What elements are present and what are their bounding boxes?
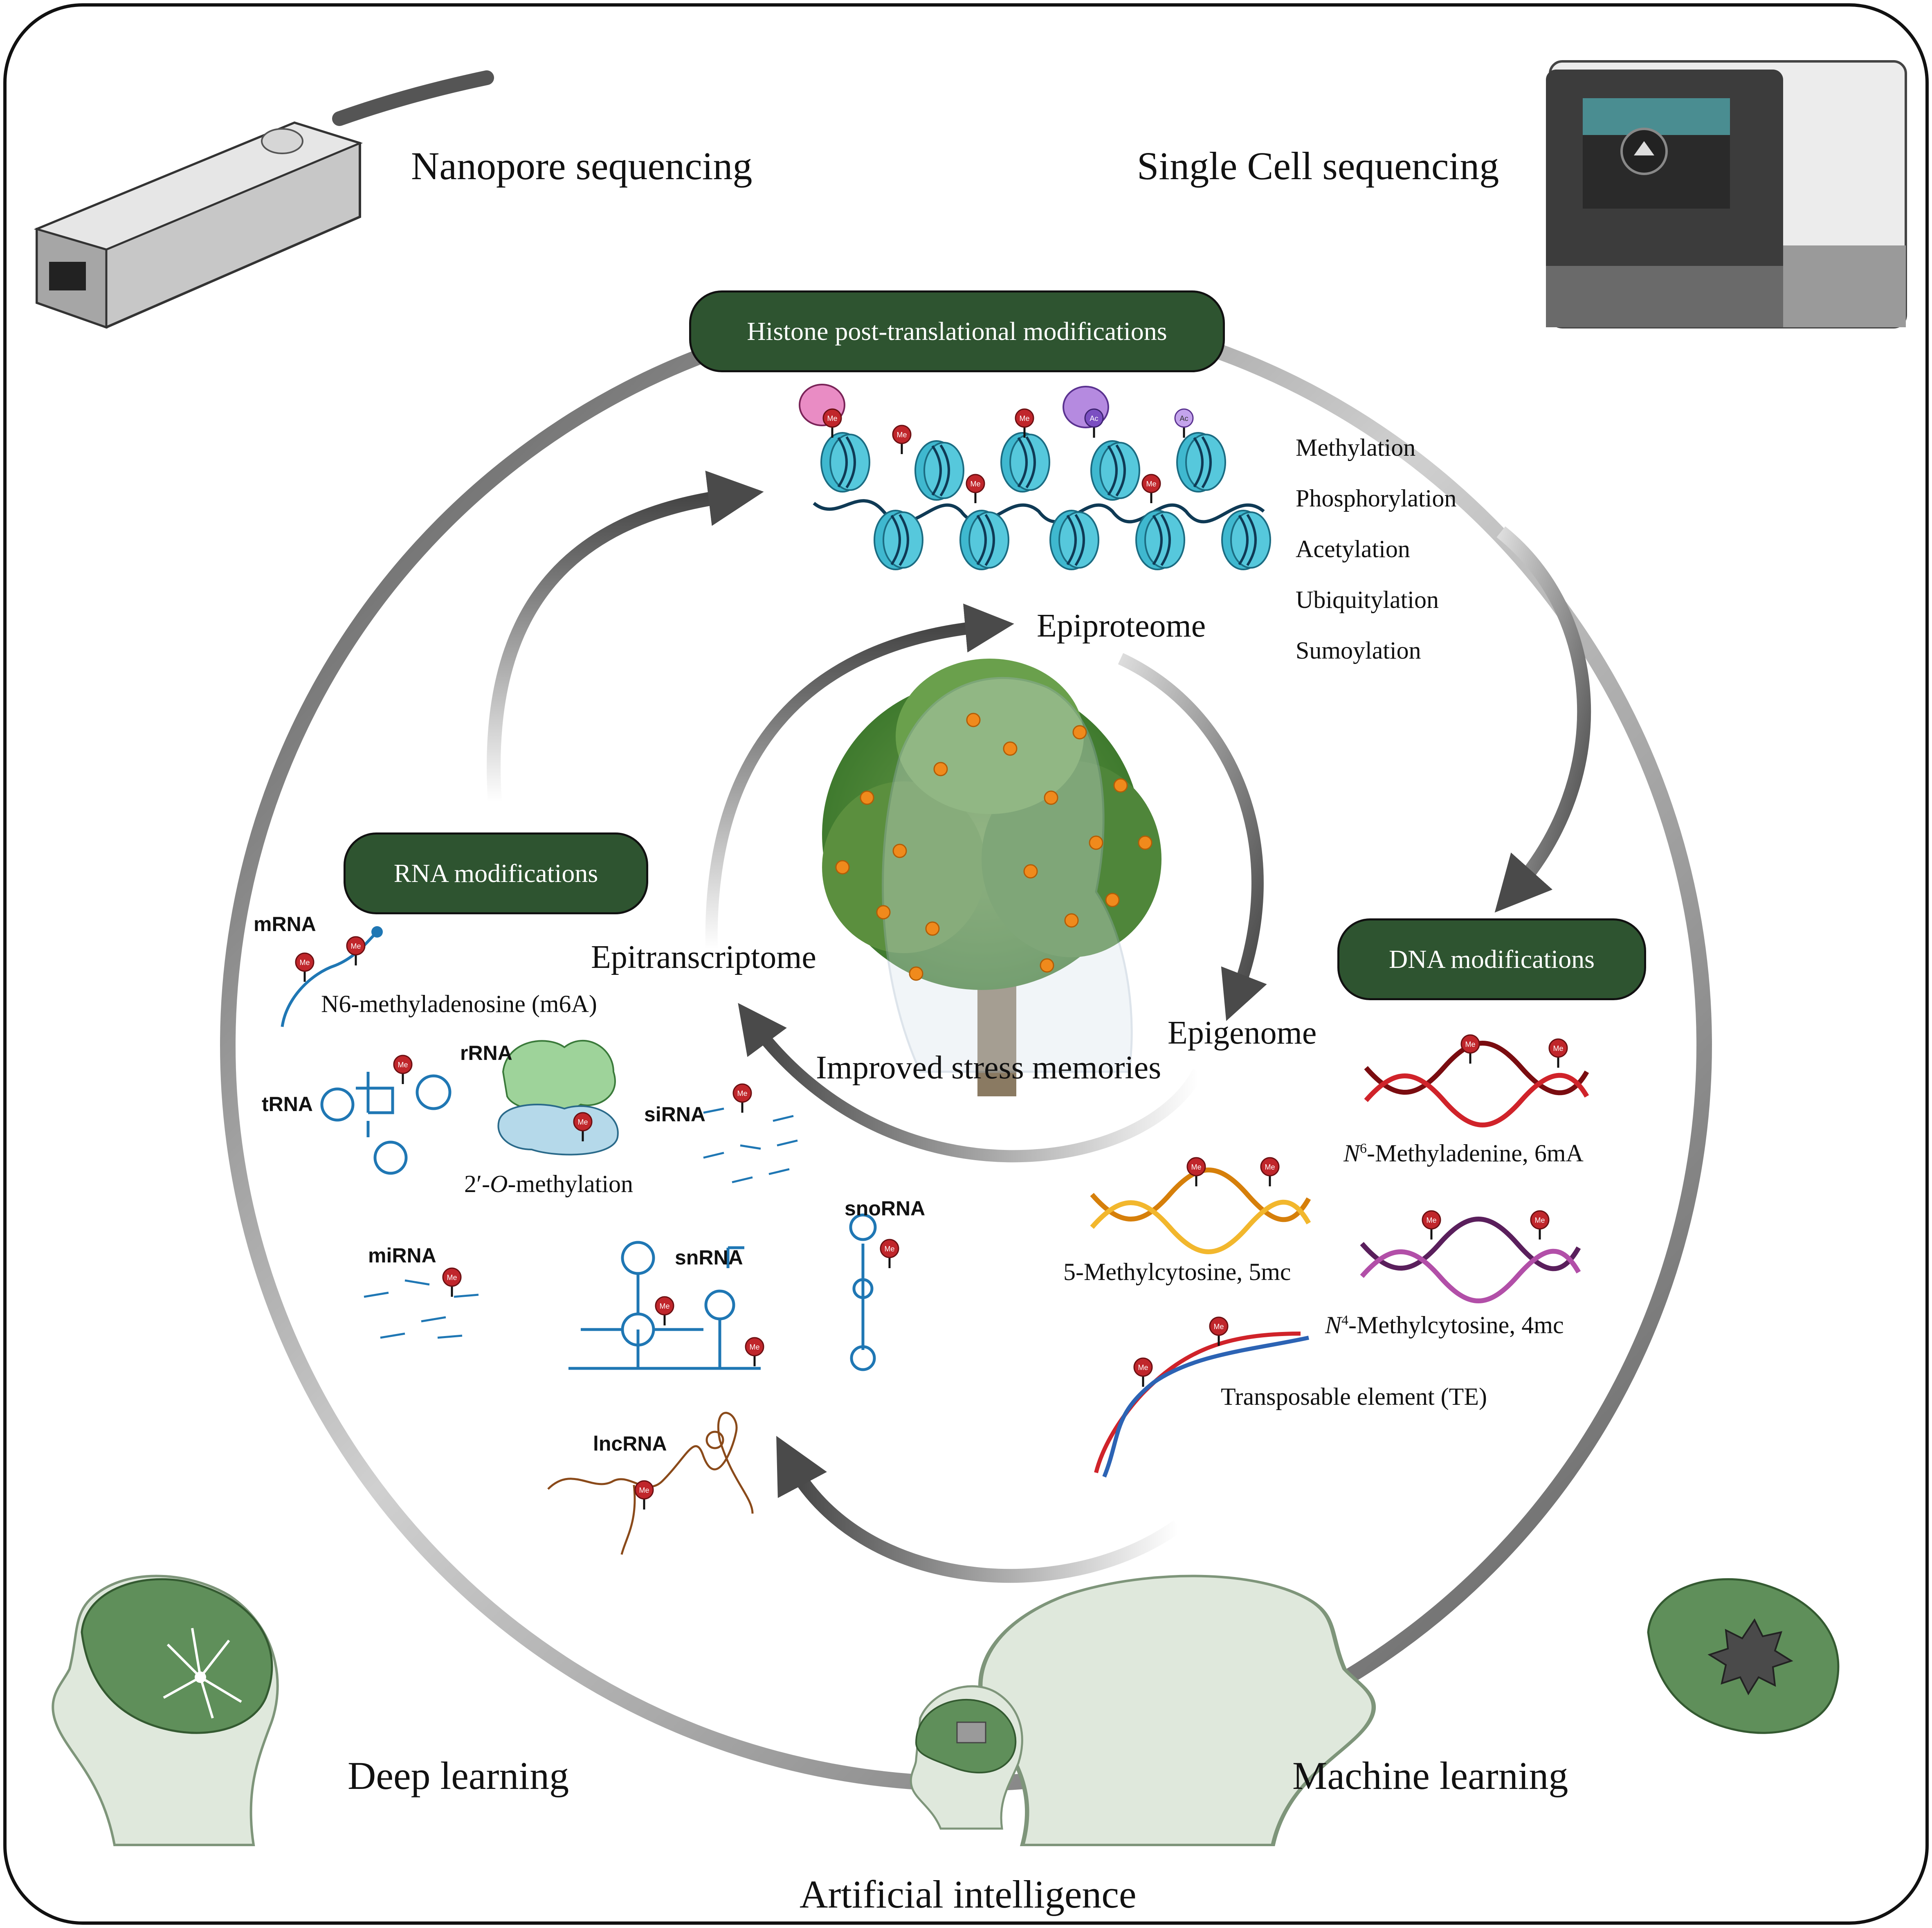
- svg-text:Ac: Ac: [1090, 414, 1098, 423]
- arrow-epiproteome-to-epigenome: [1118, 653, 1267, 1021]
- 6ma-label: N6-Methyladenine, 6mA: [1343, 1140, 1584, 1167]
- nucleosome-chain: Ac Ac: [799, 384, 1270, 569]
- ai-head-icon: [910, 1685, 1023, 1830]
- epiproteome-label: Epiproteome: [1037, 608, 1206, 644]
- dna-4mc: [1360, 1217, 1581, 1303]
- arrow-histone-to-dna: [1494, 526, 1591, 913]
- nanopore-device-icon: [34, 70, 494, 329]
- arrow-rna-to-histone: [487, 470, 764, 803]
- center-label: Improved stress memories: [816, 1050, 1161, 1086]
- deep-learning-head-icon: [52, 1575, 279, 1846]
- arrow-epigenome-to-epitranscriptome: [738, 1003, 1204, 1163]
- rrna-shape: [497, 1039, 619, 1156]
- machine-learning-head-icon: [978, 1575, 1840, 1846]
- dna-pill: DNA modifications: [1337, 918, 1646, 1000]
- m6a-label: N6-methyladenosine (m6A): [321, 990, 597, 1017]
- dna-5mc: [1090, 1168, 1311, 1254]
- rrna-label: rRNA: [460, 1042, 512, 1064]
- histone-mods-list: Methylation Phosphorylation Acetylation …: [1296, 434, 1456, 665]
- deep-learning-label: Deep learning: [348, 1754, 569, 1798]
- mirna-label: miRNA: [368, 1244, 436, 1267]
- mrna-strand: [281, 931, 377, 1027]
- machine-learning-label: Machine learning: [1292, 1754, 1568, 1798]
- arrow-dna-to-rna: [776, 1435, 1182, 1583]
- snrna-label: snRNA: [675, 1246, 743, 1269]
- lncrna-label: lncRNA: [593, 1432, 667, 1455]
- arrow-epitranscriptome-to-epiproteome: [705, 603, 1014, 949]
- transposable-element-dna: [1094, 1332, 1310, 1478]
- sirna-fragments: [703, 1107, 798, 1183]
- mirna-fragments: [364, 1279, 479, 1339]
- 5mc-label: 5-Methylcytosine, 5mc: [1063, 1258, 1291, 1285]
- o-methylation-label: 2′-O-methylation: [464, 1170, 634, 1197]
- epigenome-label: Epigenome: [1168, 1015, 1317, 1051]
- epitranscriptome-label: Epitranscriptome: [591, 939, 816, 975]
- 4mc-label: N4-Methylcytosine, 4mc: [1325, 1312, 1564, 1339]
- histone-mod-item: Sumoylation: [1296, 637, 1421, 664]
- histone-mod-item: Ubiquitylation: [1296, 586, 1439, 613]
- single-cell-instrument-icon: [1546, 60, 1907, 328]
- mrna-label: mRNA: [254, 913, 316, 936]
- histone-mod-item: Phosphorylation: [1296, 485, 1457, 512]
- tree-head-illustration: [822, 659, 1161, 1096]
- histone-mod-item: Acetylation: [1296, 535, 1410, 562]
- ai-label: Artificial intelligence: [800, 1872, 1137, 1916]
- lncrna-strand: [547, 1412, 754, 1555]
- dna-6ma: [1364, 1041, 1589, 1127]
- rna-illustrations: [281, 926, 877, 1371]
- histone-mod-item: Methylation: [1296, 434, 1416, 461]
- svg-text:Ac: Ac: [1179, 414, 1188, 423]
- sirna-label: siRNA: [644, 1103, 706, 1126]
- nanopore-label: Nanopore sequencing: [411, 144, 753, 188]
- histone-pill: Histone post-translational modifications: [689, 290, 1225, 372]
- snorna-label: snoRNA: [845, 1197, 926, 1220]
- te-label: Transposable element (TE): [1221, 1383, 1487, 1410]
- trna-label: tRNA: [262, 1093, 313, 1116]
- single-cell-label: Single Cell sequencing: [1137, 144, 1499, 188]
- rna-pill: RNA modifications: [344, 832, 648, 914]
